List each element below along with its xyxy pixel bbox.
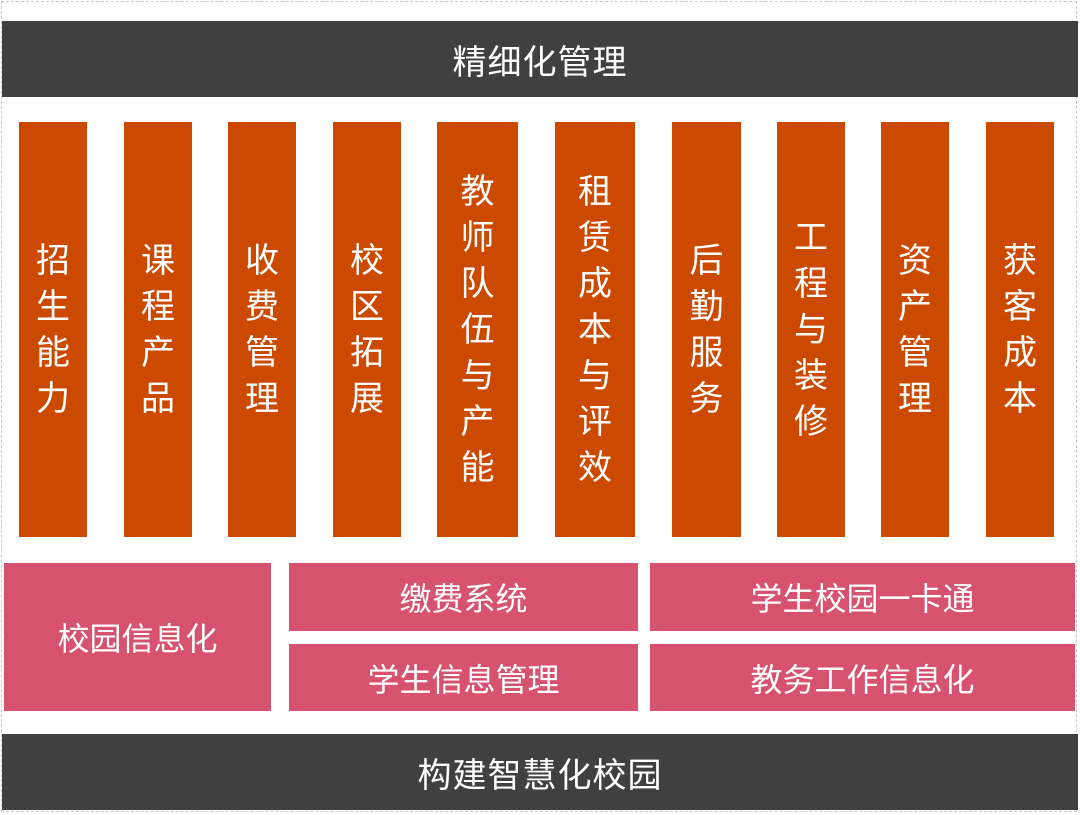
campus-card-box: 学生校园一卡通 [650,563,1075,631]
pillar-label: 资产管理 [898,240,932,419]
bottom-banner: 构建智慧化校园 [2,734,1078,810]
student-info-box: 学生信息管理 [289,644,638,711]
academic-info-box: 教务工作信息化 [650,644,1075,711]
pillar-label: 校区拓展 [350,240,384,419]
pillar-engineering: 工程与装修 [777,122,845,537]
pillar-logistics: 后勤服务 [672,122,741,537]
pillar-teaching-staff: 教师队伍与产能 [437,122,518,537]
pillar-course-products: 课程产品 [124,122,192,537]
payment-system-box: 缴费系统 [289,563,638,631]
pillar-campus-expansion: 校区拓展 [333,122,401,537]
pillar-acquisition-cost: 获客成本 [986,122,1054,537]
top-banner: 精细化管理 [2,21,1078,97]
pillar-lease-cost: 租赁成本与评效 [555,122,635,537]
pillar-fee-management: 收费管理 [228,122,296,537]
pillar-label: 后勤服务 [689,240,724,419]
pillar-label: 课程产品 [141,240,175,419]
pillar-label: 招生能力 [36,240,70,419]
pillar-label: 教师队伍与产能 [460,171,495,488]
pillar-label: 收费管理 [245,240,279,419]
pillar-recruitment: 招生能力 [19,122,87,537]
pillar-asset-management: 资产管理 [881,122,949,537]
pillar-label: 租赁成本与评效 [578,171,612,488]
pillar-label: 工程与装修 [794,217,828,442]
campus-informatization-box: 校园信息化 [4,563,271,711]
pillar-label: 获客成本 [1003,240,1037,419]
